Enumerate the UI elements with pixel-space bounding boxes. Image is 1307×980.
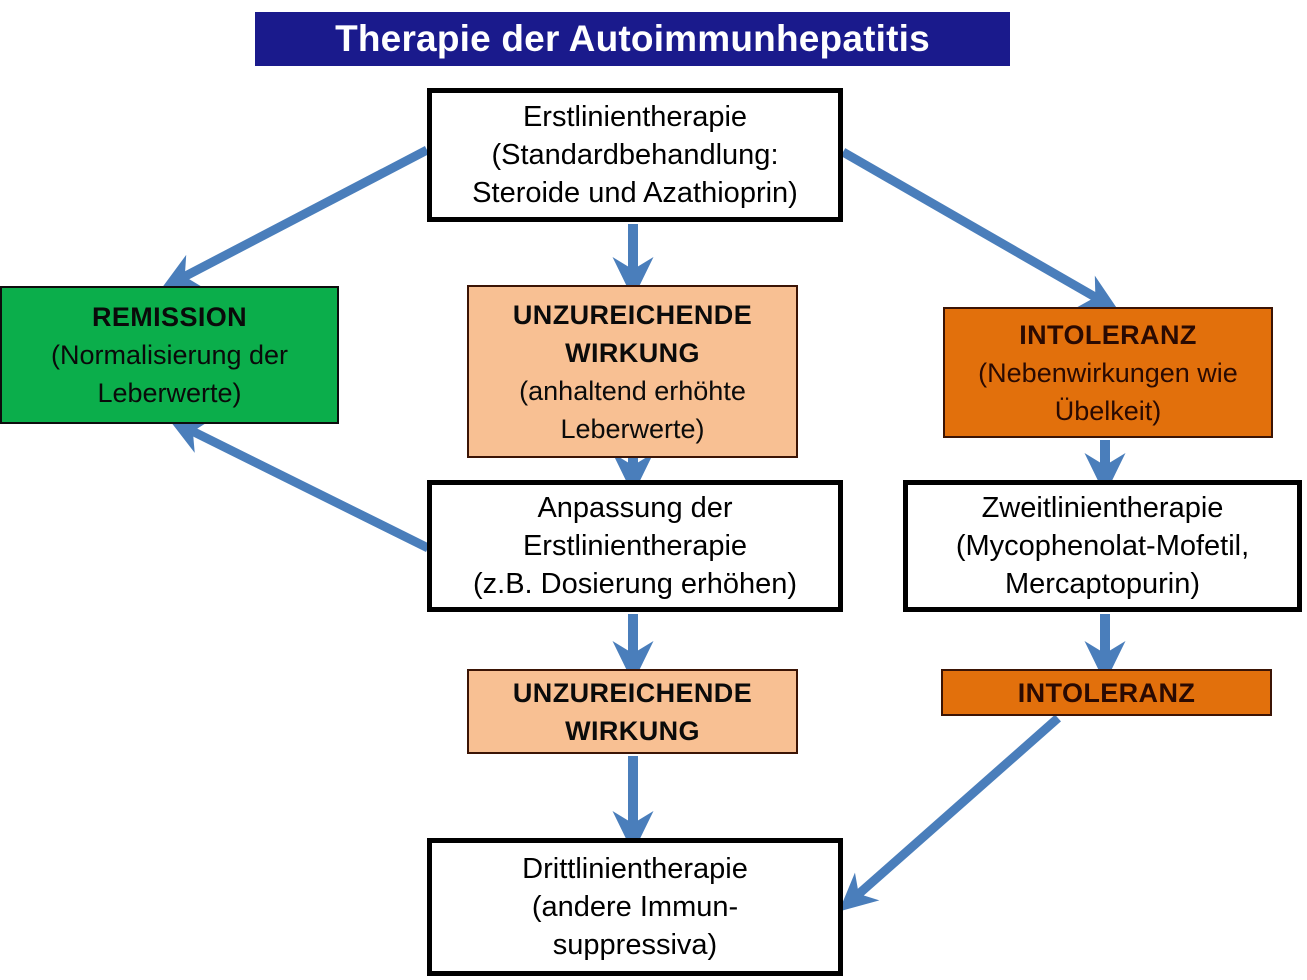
node-line: Übelkeit): [1054, 395, 1162, 426]
node-line: (andere Immun-: [531, 891, 739, 923]
node-line: (Standardbehandlung:: [491, 139, 779, 171]
node-line: (Normalisierung der: [50, 340, 289, 370]
node-line: UNZUREICHENDE: [512, 299, 753, 330]
node-intolerance-1[interactable]: INTOLERANZ (Nebenwirkungen wie Übelkeit): [943, 307, 1273, 438]
node-adjust-first-line-therapy[interactable]: Anpassung der Erstlinientherapie (z.B. D…: [427, 480, 843, 612]
node-line: REMISSION: [91, 302, 248, 332]
arrow-first-line-to-remission: [161, 146, 430, 289]
node-line: Leberwerte): [97, 378, 242, 408]
node-line: (Mycophenolat-Mofetil,: [955, 530, 1250, 562]
node-insufficient-effect-1[interactable]: UNZUREICHENDE WIRKUNG (anhaltend erhöhte…: [467, 285, 798, 458]
node-line: WIRKUNG: [565, 337, 700, 368]
node-line: Anpassung der: [537, 492, 733, 524]
node-line: Leberwerte): [560, 413, 705, 444]
node-line: INTOLERANZ: [1019, 319, 1197, 350]
node-line: Erstlinientherapie: [522, 101, 748, 133]
node-remission[interactable]: REMISSION (Normalisierung der Leberwerte…: [0, 286, 339, 424]
node-line: (Nebenwirkungen wie: [978, 357, 1238, 388]
node-line: INTOLERANZ: [1017, 677, 1196, 708]
node-first-line-therapy[interactable]: Erstlinientherapie (Standardbehandlung: …: [427, 88, 843, 222]
node-line: Mercaptopurin): [1004, 568, 1201, 600]
node-second-line-therapy[interactable]: Zweitlinientherapie (Mycophenolat-Mofeti…: [903, 480, 1302, 612]
node-line: WIRKUNG: [565, 715, 700, 746]
node-insufficient-effect-2[interactable]: UNZUREICHENDE WIRKUNG: [467, 669, 798, 754]
node-line: Drittlinientherapie: [522, 853, 748, 885]
arrow-first-line-to-intolerance: [840, 148, 1119, 311]
page-title: Therapie der Autoimmunhepatitis: [255, 12, 1010, 66]
node-third-line-therapy[interactable]: Drittlinientherapie (andere Immun- suppr…: [427, 838, 843, 976]
arrow-adjust-to-remission: [169, 419, 430, 553]
node-line: (z.B. Dosierung erhöhen): [473, 568, 797, 600]
node-line: (anhaltend erhöhte: [519, 375, 746, 406]
arrow-intolerance-2-to-third-line: [838, 714, 1061, 912]
node-line: UNZUREICHENDE: [512, 677, 753, 708]
node-line: Zweitlinientherapie: [981, 492, 1224, 524]
node-line: Steroide und Azathioprin): [472, 177, 798, 209]
node-line: suppressiva): [552, 929, 718, 961]
node-intolerance-2[interactable]: INTOLERANZ: [941, 669, 1272, 716]
page-title-text: Therapie der Autoimmunhepatitis: [335, 18, 930, 59]
node-line: Erstlinientherapie: [522, 530, 748, 562]
